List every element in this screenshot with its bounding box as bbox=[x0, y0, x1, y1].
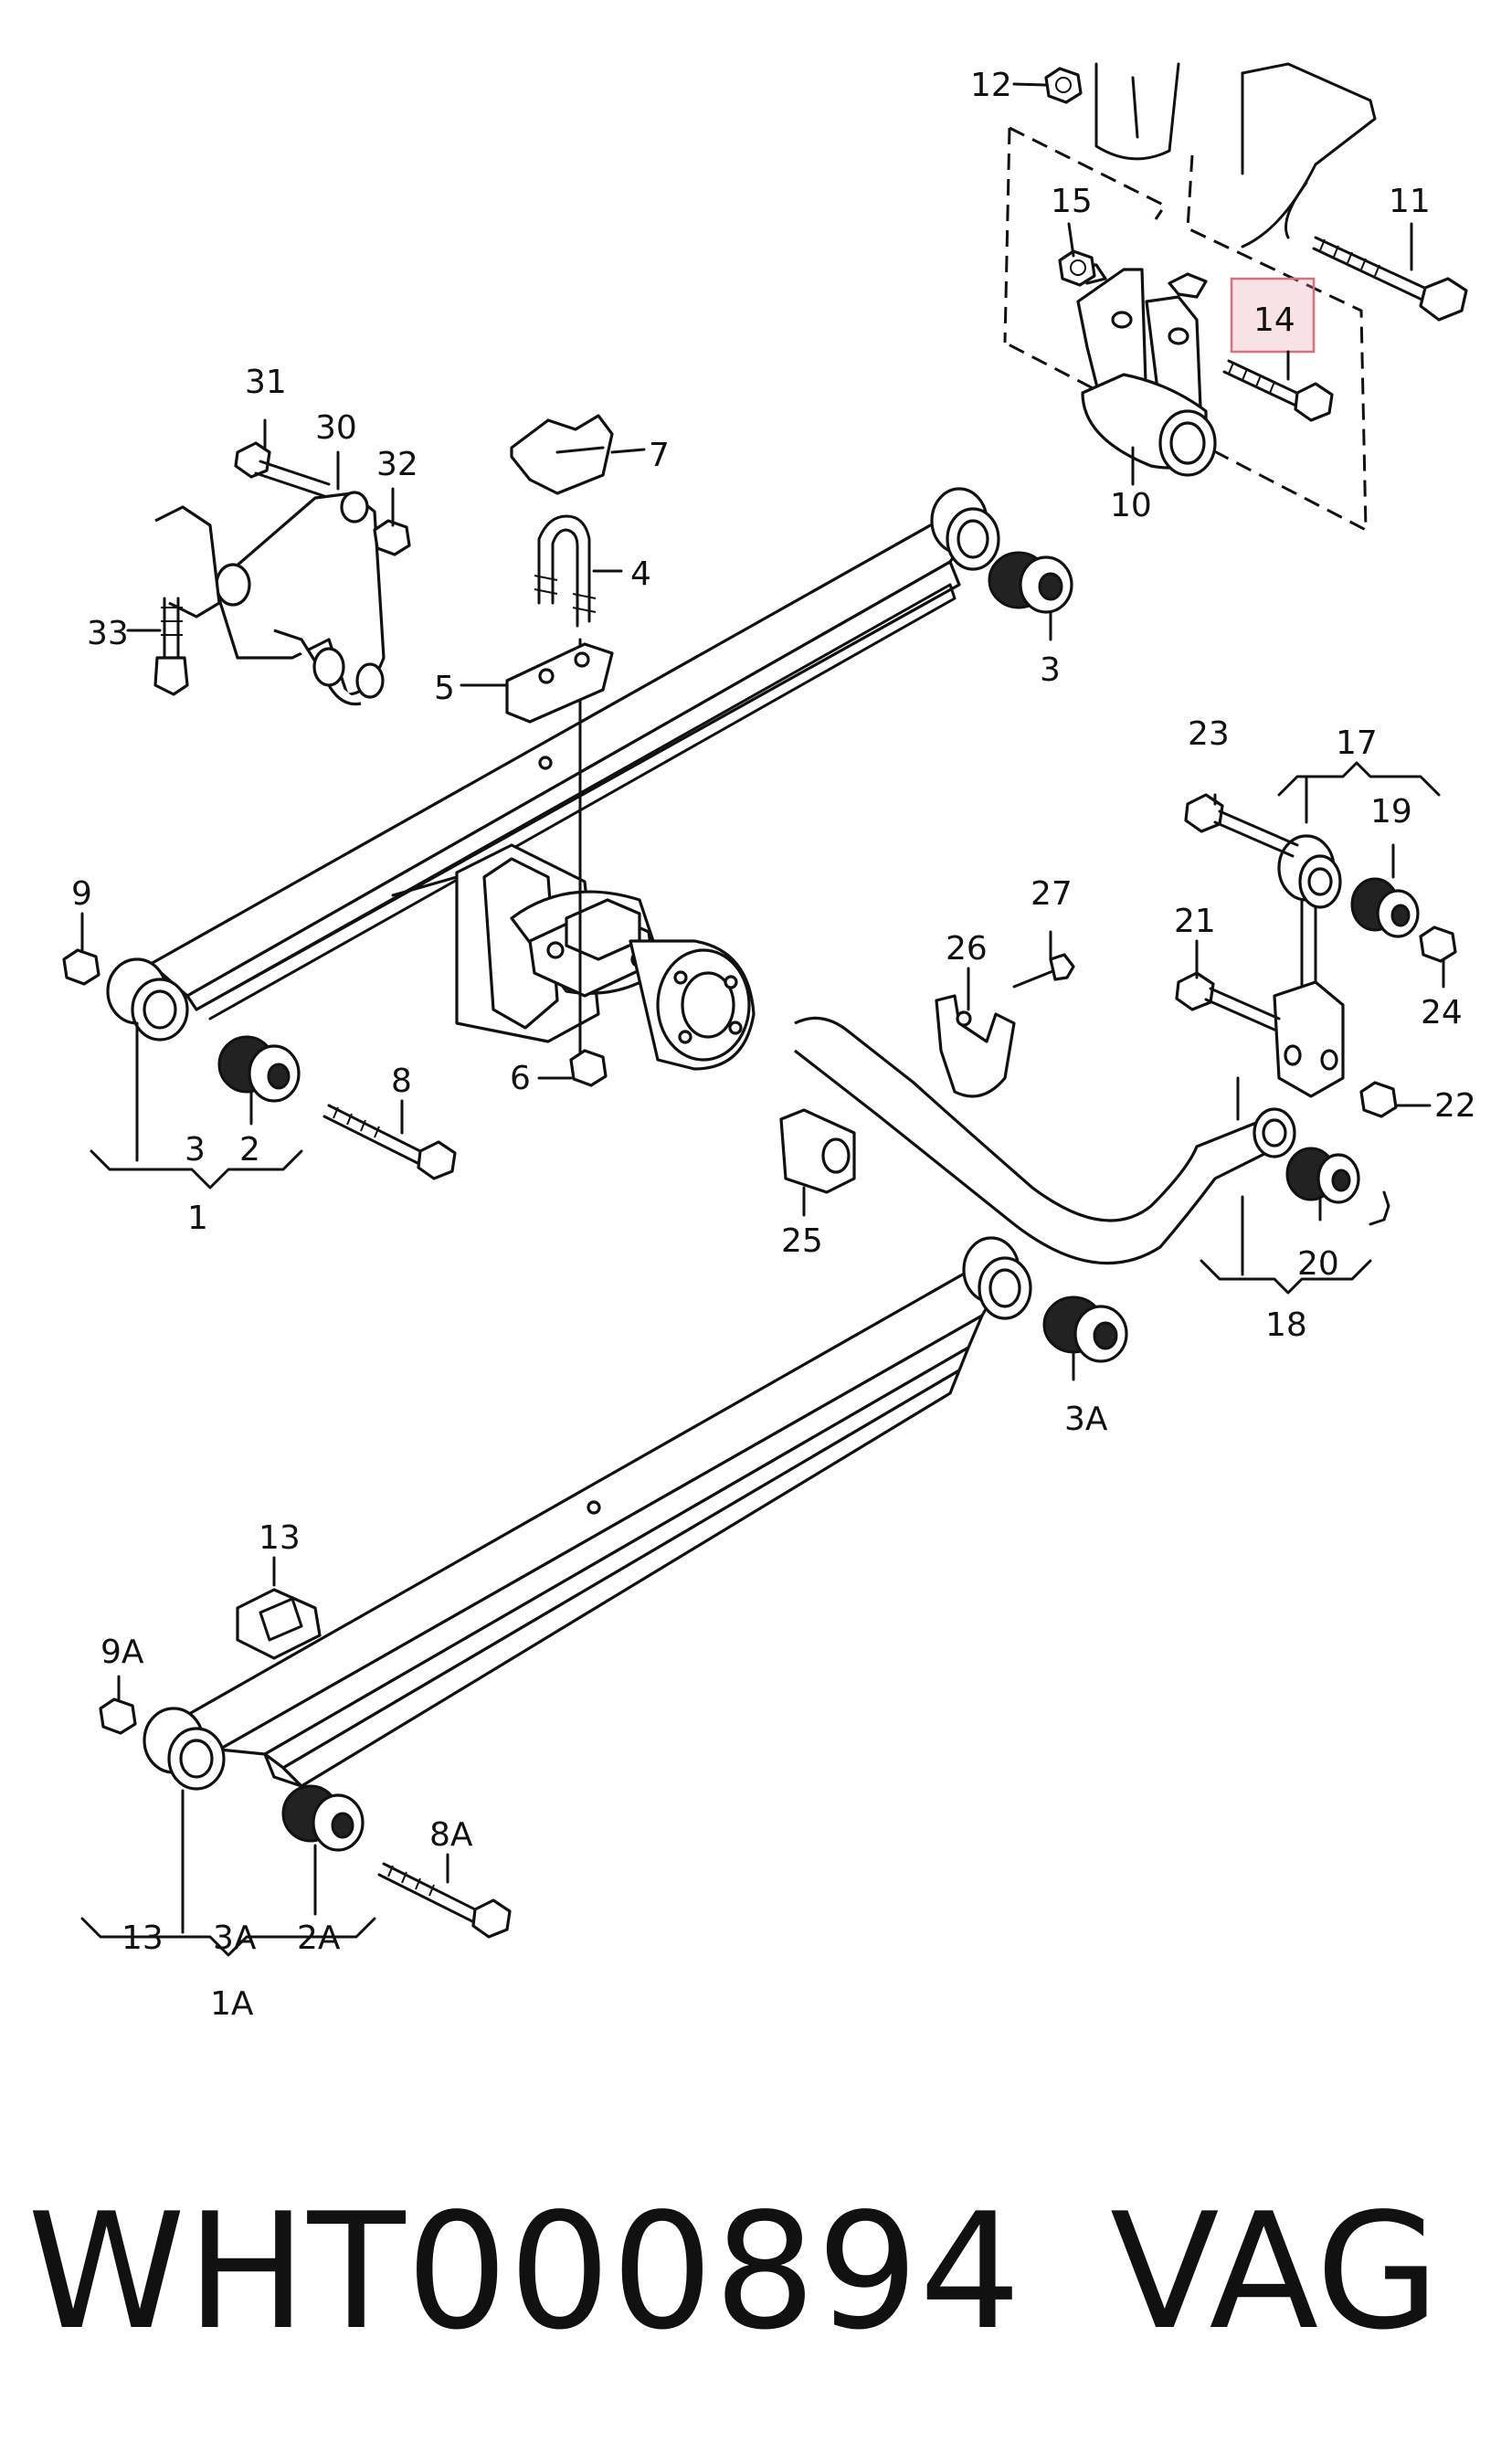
label-26: 26 bbox=[946, 930, 988, 968]
label-3-lower: 3 bbox=[185, 1131, 206, 1169]
upper-leaf-spring bbox=[106, 487, 1000, 1042]
bump-stop-7 bbox=[510, 414, 614, 495]
label-3A-upper: 3A bbox=[1064, 1401, 1108, 1438]
bolt-21 bbox=[1175, 971, 1281, 1031]
label-3A-lower: 3A bbox=[213, 1919, 257, 1957]
label-15: 15 bbox=[1051, 183, 1093, 220]
label-2A: 2A bbox=[297, 1919, 341, 1957]
label-18: 18 bbox=[1265, 1306, 1307, 1344]
label-23: 23 bbox=[1188, 715, 1230, 753]
highlight-box-part-14 bbox=[1230, 277, 1316, 354]
label-7: 7 bbox=[649, 437, 670, 474]
bolt-8 bbox=[322, 1104, 457, 1180]
label-1A: 1A bbox=[210, 1985, 254, 2023]
label-8A: 8A bbox=[429, 1816, 473, 1854]
nut-24 bbox=[1419, 925, 1457, 963]
label-14: 14 bbox=[1253, 301, 1295, 339]
label-1: 1 bbox=[187, 1200, 208, 1237]
stabilizer-bar bbox=[794, 1016, 1296, 1265]
label-24: 24 bbox=[1421, 994, 1463, 1031]
label-22: 22 bbox=[1434, 1087, 1476, 1125]
label-33: 33 bbox=[87, 615, 129, 652]
label-27: 27 bbox=[1031, 875, 1073, 913]
frame-mount-inset bbox=[1003, 62, 1468, 533]
bolt-23 bbox=[1184, 793, 1299, 858]
plate-5 bbox=[505, 642, 614, 724]
label-3-upper: 3 bbox=[1040, 651, 1061, 689]
u-bolt-4 bbox=[534, 514, 597, 628]
label-9: 9 bbox=[71, 875, 92, 913]
label-8: 8 bbox=[391, 1063, 412, 1100]
nut-22 bbox=[1359, 1081, 1398, 1118]
label-10: 10 bbox=[1110, 487, 1152, 524]
label-4: 4 bbox=[630, 555, 651, 593]
exploded-parts-diagram: 12 15 11 14 10 31 30 32 7 4 33 3 5 23 17… bbox=[62, 62, 1476, 2023]
bolt-8A bbox=[377, 1862, 512, 1939]
clamp-26 bbox=[935, 994, 1016, 1098]
label-9A: 9A bbox=[100, 1634, 144, 1671]
label-20: 20 bbox=[1297, 1245, 1339, 1283]
brand-name: VAG bbox=[1110, 2180, 1440, 2365]
label-13-group: 13 bbox=[122, 1919, 164, 1957]
label-30: 30 bbox=[315, 409, 357, 447]
label-25: 25 bbox=[781, 1222, 823, 1260]
label-17: 17 bbox=[1336, 724, 1378, 762]
bushing-19 bbox=[1350, 877, 1420, 938]
label-2: 2 bbox=[239, 1131, 260, 1169]
label-31: 31 bbox=[245, 364, 287, 401]
bushing-3-upper bbox=[988, 551, 1073, 614]
nut-9 bbox=[62, 948, 100, 986]
label-19: 19 bbox=[1370, 793, 1412, 830]
axle-hub-assembly bbox=[391, 638, 756, 1087]
nut-9A bbox=[99, 1697, 137, 1735]
label-13-clip: 13 bbox=[259, 1519, 301, 1557]
part-number: WHT000894 bbox=[27, 2180, 1022, 2365]
lower-leaf-spring bbox=[143, 1236, 1032, 1791]
label-32: 32 bbox=[376, 446, 418, 483]
bushing-2A bbox=[281, 1784, 365, 1852]
bushing-2 bbox=[217, 1035, 301, 1103]
label-21: 21 bbox=[1174, 903, 1216, 940]
stabilizer-link bbox=[1273, 834, 1345, 1098]
spring-hanger-bracket bbox=[153, 441, 411, 706]
clip-13 bbox=[236, 1588, 322, 1660]
label-6: 6 bbox=[510, 1060, 531, 1097]
part-labels: 12 15 11 14 10 31 30 32 7 4 33 3 5 23 17… bbox=[71, 67, 1476, 2023]
label-11: 11 bbox=[1389, 183, 1431, 220]
leader-lines bbox=[80, 82, 1445, 1957]
label-12: 12 bbox=[970, 67, 1012, 104]
bushing-3A bbox=[1042, 1295, 1128, 1363]
label-5: 5 bbox=[434, 670, 455, 707]
bushing-20 bbox=[1285, 1147, 1360, 1204]
